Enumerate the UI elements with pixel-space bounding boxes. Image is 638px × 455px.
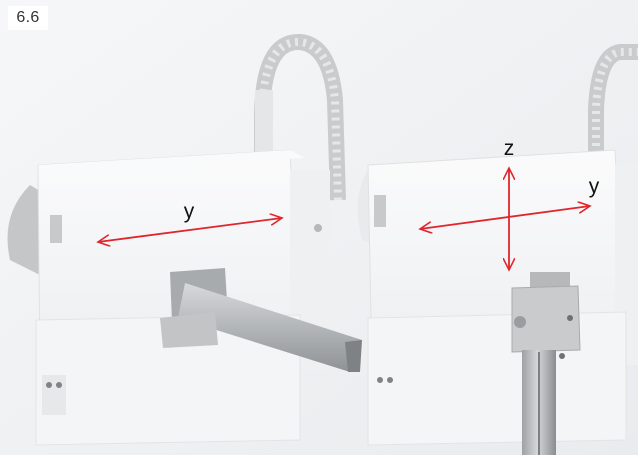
- figure-number-badge: 6.6: [8, 6, 48, 30]
- right-cable-chain: [588, 44, 638, 250]
- right-axis-module: [357, 44, 638, 455]
- z-axis-label: z: [504, 137, 515, 160]
- left-base-panel: [42, 375, 66, 415]
- right-y-axis-label: y: [589, 175, 600, 198]
- right-clamp-screw: [559, 353, 565, 359]
- left-clamp: [160, 312, 218, 348]
- right-led: [377, 377, 383, 383]
- left-connector: [50, 215, 62, 243]
- right-clamp-screw: [514, 316, 526, 328]
- right-connector: [374, 195, 386, 227]
- left-arm-end: [345, 340, 362, 372]
- double-arrow-horizontal-icon: [98, 218, 282, 242]
- left-extension-arm: [178, 283, 362, 372]
- left-y-axis-label: y: [184, 200, 195, 223]
- right-clamp-screw: [567, 315, 573, 321]
- right-carriage-clamp: [511, 285, 581, 353]
- left-axis-module: [7, 34, 362, 446]
- left-led: [46, 382, 52, 388]
- right-base: [367, 311, 627, 446]
- right-led: [387, 377, 393, 383]
- left-cable-chain-links: [258, 38, 342, 260]
- left-side-screw: [314, 224, 322, 232]
- left-led: [56, 382, 62, 388]
- left-housing-top: [38, 150, 305, 172]
